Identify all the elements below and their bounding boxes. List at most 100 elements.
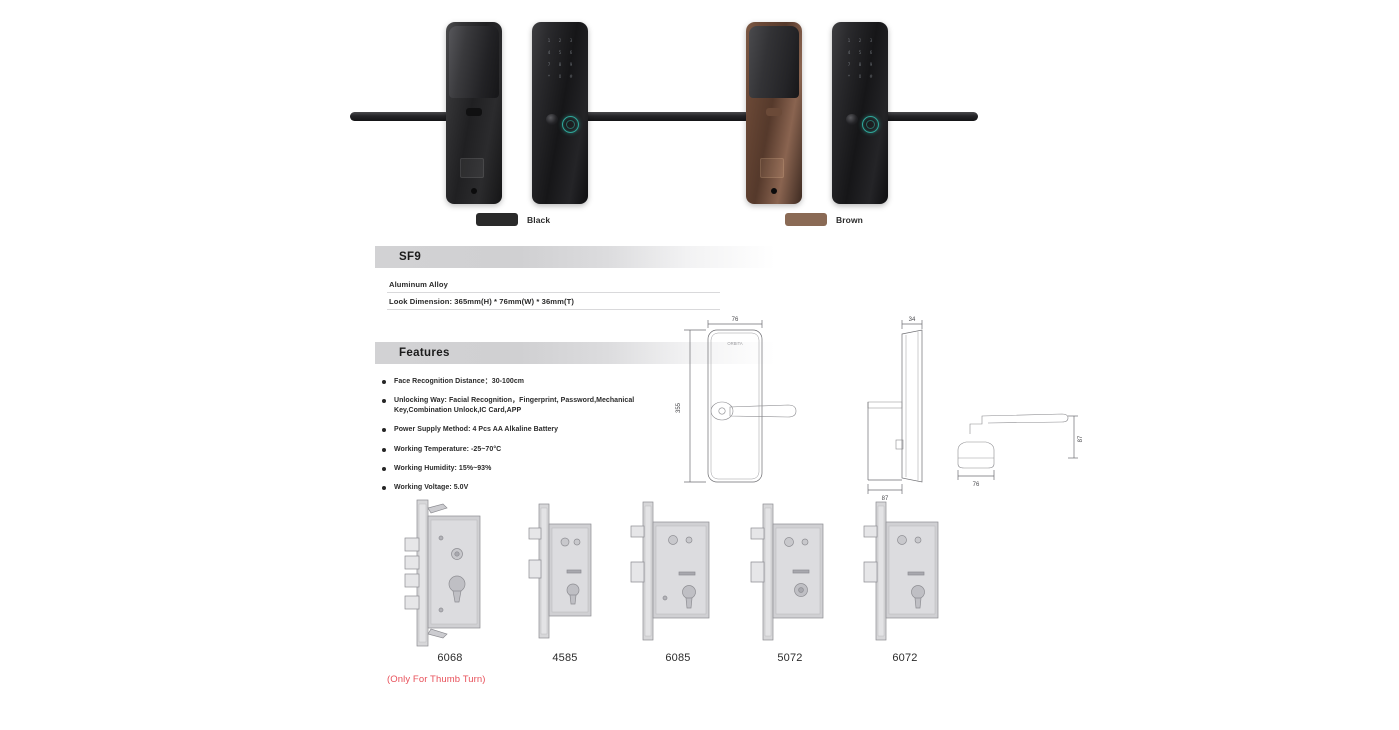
model-band: SF9 — [375, 246, 775, 268]
thumb-turn-note: (Only For Thumb Turn) — [387, 674, 486, 685]
mounting-screw — [471, 188, 477, 194]
keypad-key: 5 — [558, 50, 562, 56]
mortise-label: 6085 — [665, 652, 691, 664]
bullet-icon — [382, 380, 386, 384]
exterior-panel: 1 2 3 4 5 6 7 8 9 * 0 # — [532, 22, 588, 204]
interior-panel — [746, 22, 802, 204]
exterior-panel-body: 1 2 3 4 5 6 7 8 9 * 0 # — [832, 22, 888, 204]
keypad-key: * — [848, 73, 850, 79]
top-view-drawing — [957, 413, 1069, 469]
swatch-black: Black — [476, 213, 550, 226]
black-lock-photo: 1 2 3 4 5 6 7 8 9 * 0 # — [350, 8, 678, 208]
feature-item: Working Voltage: 5.0V — [380, 483, 690, 493]
swatch-brown: Brown — [785, 213, 863, 226]
thumb-turn-knob — [766, 108, 782, 116]
mortise-label: 6068 — [437, 652, 463, 664]
mortise-4585 — [505, 498, 625, 658]
keypad-key: 1 — [847, 38, 851, 44]
feature-text: Unlocking Way: Facial Recognition，Finger… — [394, 397, 635, 415]
dim-front-width: 76 — [732, 317, 739, 323]
mortise-6085 — [618, 498, 738, 658]
keypad-key: 6 — [569, 50, 573, 56]
keypad-key: * — [548, 73, 550, 79]
dim-top-depth: 87 — [1078, 435, 1084, 442]
model-title: SF9 — [399, 251, 422, 263]
feature-item: Face Recognition Distance：30-100cm — [380, 377, 690, 387]
bullet-icon — [382, 428, 386, 433]
top-depth-dimension: 87 — [1068, 415, 1084, 459]
keypad-key: 6 — [869, 50, 873, 56]
mortise-label: 4585 — [552, 652, 578, 664]
feature-text: Power Supply Method: 4 Pcs AA Alkaline B… — [394, 426, 559, 434]
spec-row-dimension: Look Dimension: 365mm(H) * 76mm(W) * 36m… — [387, 293, 720, 310]
keypad-key: 1 — [547, 38, 551, 44]
fingerprint-reader-icon — [862, 116, 879, 133]
dim-side-depth: 87 — [882, 496, 889, 502]
keypad-key: 4 — [847, 50, 851, 56]
technical-drawings: ORBITA 76 355 — [670, 312, 1090, 502]
mortise-label-row: 6068 4585 6085 5072 6072 — [330, 652, 1200, 672]
bullet-icon — [382, 447, 386, 452]
mortise-label: 6072 — [892, 652, 918, 664]
fingerprint-reader-icon — [562, 116, 579, 133]
keypad-key: 2 — [558, 38, 562, 44]
exterior-handle — [874, 112, 978, 121]
face-recognition-camera — [846, 114, 858, 125]
feature-item: Unlocking Way: Facial Recognition，Finger… — [380, 396, 690, 416]
exterior-panel-body: 1 2 3 4 5 6 7 8 9 * 0 # — [532, 22, 588, 204]
feature-item: Power Supply Method: 4 Pcs AA Alkaline B… — [380, 425, 690, 435]
interior-panel-body — [446, 22, 502, 204]
mortise-6068 — [390, 498, 510, 658]
features-list: Face Recognition Distance：30-100cm Unloc… — [380, 377, 690, 502]
feature-text: Working Humidity: 15%~93% — [394, 464, 492, 472]
dim-side-thickness: 34 — [909, 317, 916, 323]
mortise-label: 5072 — [777, 652, 803, 664]
front-view-drawing: ORBITA — [707, 329, 797, 483]
keypad-key: # — [869, 73, 873, 79]
keypad-key: 0 — [858, 73, 862, 79]
keypad-key: 5 — [858, 50, 862, 56]
battery-door — [760, 158, 784, 178]
dim-top-width: 76 — [973, 482, 980, 488]
spec-sheet-page: 1 2 3 4 5 6 7 8 9 * 0 # — [330, 0, 1200, 706]
features-band: Features — [375, 342, 775, 364]
swatch-label-brown: Brown — [836, 214, 863, 225]
keypad-key: # — [569, 73, 573, 79]
front-height-dimension: 355 — [676, 329, 706, 483]
side-view-drawing — [867, 329, 923, 483]
front-width-dimension: 76 — [707, 317, 763, 328]
exterior-handle — [574, 112, 678, 121]
feature-text: Working Voltage: 5.0V — [394, 483, 469, 491]
interior-handle — [650, 112, 750, 121]
brand-emboss-text: ORBITA — [727, 341, 742, 346]
feature-item: Working Temperature: -25~70°C — [380, 445, 690, 455]
mortise-6072 — [845, 498, 965, 658]
color-swatch-row: Black Brown — [330, 213, 1200, 239]
keypad-key: 7 — [847, 61, 851, 67]
battery-door — [460, 158, 484, 178]
product-photo-row: 1 2 3 4 5 6 7 8 9 * 0 # — [330, 0, 1200, 205]
keypad-key: 9 — [869, 61, 873, 67]
interior-handle — [350, 112, 450, 121]
keypad-key: 7 — [547, 61, 551, 67]
dimension-drawings-svg: ORBITA 76 355 — [676, 317, 1084, 502]
mortise-row — [330, 498, 1200, 658]
spec-table: Aluminum Alloy Look Dimension: 365mm(H) … — [387, 276, 720, 310]
keypad-key: 4 — [547, 50, 551, 56]
thumb-turn-knob — [466, 108, 482, 116]
interior-panel — [446, 22, 502, 204]
keypad-key: 0 — [558, 73, 562, 79]
dim-front-height: 355 — [676, 402, 682, 413]
bullet-icon — [382, 399, 386, 404]
exterior-panel: 1 2 3 4 5 6 7 8 9 * 0 # — [832, 22, 888, 204]
keypad-key: 8 — [558, 61, 562, 67]
bullet-icon — [382, 466, 386, 471]
feature-text: Face Recognition Distance：30-100cm — [394, 378, 525, 385]
features-title: Features — [399, 347, 450, 359]
side-thickness-dimension: 34 — [901, 317, 923, 329]
interior-panel-body — [746, 22, 802, 204]
brown-lock-photo: 1 2 3 4 5 6 7 8 9 * 0 # — [650, 8, 978, 208]
face-recognition-camera — [546, 114, 558, 125]
keypad-key: 3 — [569, 38, 573, 44]
keypad-key: 9 — [569, 61, 573, 67]
